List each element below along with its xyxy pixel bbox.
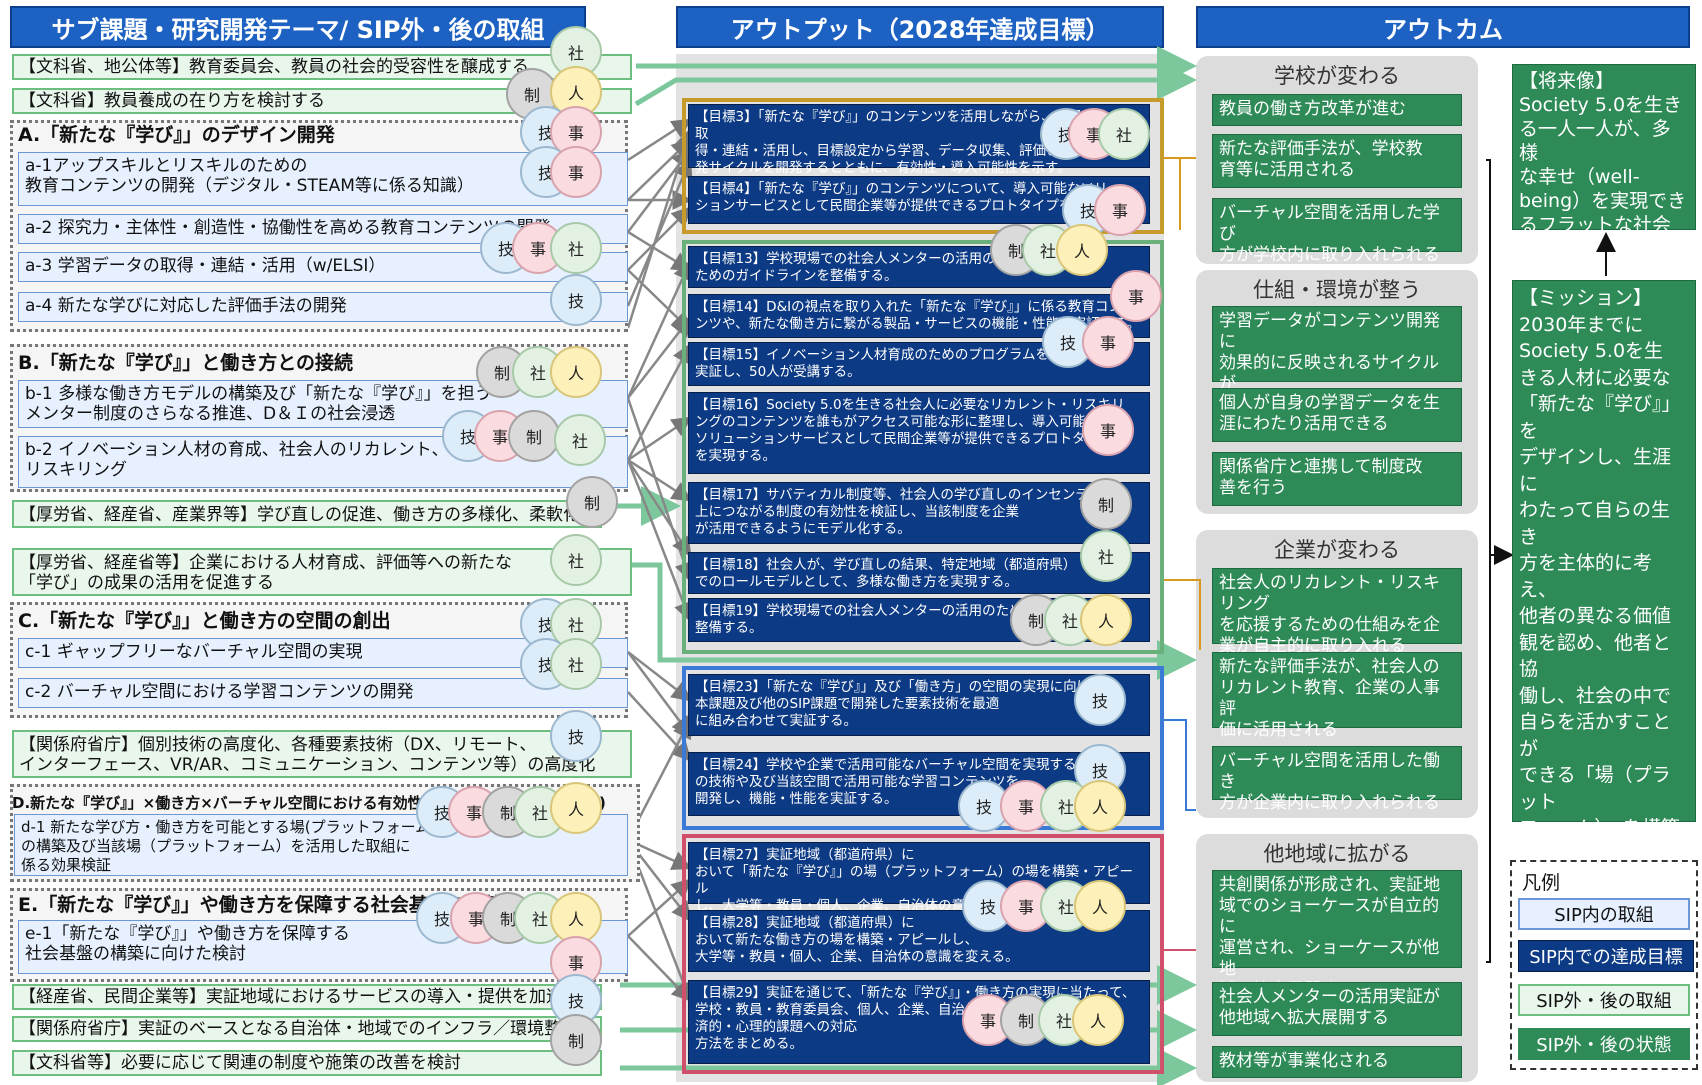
tag-sha-circle: 社 — [550, 222, 602, 274]
tag-gi-circle: 技 — [550, 274, 602, 326]
goal-13: 【目標13】学校現場での社会人メンターの活用の ためのガイドラインを整備する。 — [688, 246, 1150, 288]
mission-box: 【ミッション】 2030年までに Society 5.0を生 きる人材に必要な … — [1512, 280, 1696, 1078]
group-e-title: E.「新たな『学び』」や働き方を保障する社会基盤の構築 — [18, 894, 504, 916]
outcome-company-2: 新たな評価手法が、社会人の リカレント教育、企業の人事評 価に活用される — [1212, 652, 1462, 740]
tag-gi-circle: 技 — [1042, 316, 1094, 368]
tag-sei-circle: 制 — [508, 410, 560, 462]
header-subtopics: サブ課題・研究開発テーマ/ SIP外・後の取組 — [10, 6, 586, 48]
tag-hito-circle: 人 — [1080, 594, 1132, 646]
external-initiative-7: 【関係府省庁】実証のベースとなる自治体・地域でのインフラ／環境整備 — [12, 1016, 602, 1042]
legend-external-initiative: SIP外・後の取組 — [1518, 984, 1690, 1016]
outcome-school-2: 新たな評価手法が、学校教 育等に活用される — [1212, 134, 1462, 188]
tag-gi-circle: 技 — [550, 710, 602, 762]
goal-frame-d — [682, 834, 1164, 1074]
tag-sha-circle: 社 — [550, 534, 602, 586]
tag-gi-circle: 技 — [1074, 674, 1126, 726]
external-initiative-8: 【文科省等】必要に応じて関連の制度や施策の改善を検討 — [12, 1050, 602, 1076]
external-initiative-5: 【関係府省庁】個別技術の高度化、各種要素技術（DX、リモート、 インターフェース… — [12, 730, 632, 778]
tag-sha-circle: 社 — [550, 638, 602, 690]
group-a-title: A.「新たな『学び』」のデザイン開発 — [18, 124, 335, 146]
goal-23: 【目標23】「新たな『学び』」及び「働き方」の空間の実現に向けて、 本課題及び他… — [688, 674, 1150, 736]
group-c-title: C.「新たな『学び』」と働き方の空間の創出 — [18, 610, 391, 632]
tag-ji-circle: 事 — [1082, 404, 1134, 456]
subtopic-e1: e-1「新たな『学び』」や働き方を保障する 社会基盤の構築に向けた検討 — [18, 920, 628, 974]
tag-hito-circle: 人 — [550, 346, 602, 398]
outcome-region-3: 教材等が事業化される — [1212, 1046, 1462, 1078]
tag-ji-circle: 事 — [550, 146, 602, 198]
goal-16: 【目標16】Society 5.0を生きる社会人に必要なリカレント・リスキリ ン… — [688, 392, 1150, 474]
header-outcomes: アウトカム — [1196, 6, 1690, 48]
tag-ji-circle: 事 — [1082, 316, 1134, 368]
tag-hito-circle: 人 — [1074, 780, 1126, 832]
goal-frame-b — [682, 240, 1164, 654]
outcome-company-3: バーチャル空間を活用した働き 方が企業内に取り入れられる — [1212, 746, 1462, 813]
outcome-school-title: 学校が変わる — [1274, 64, 1400, 88]
outcome-region-2: 社会人メンターの活用実証が 他地域へ拡大展開する — [1212, 982, 1462, 1036]
tag-sha-circle: 社 — [1098, 108, 1150, 160]
tag-hito-circle: 人 — [550, 782, 602, 834]
tag-sha-circle: 社 — [554, 414, 606, 466]
outcome-system-3: 関係省庁と連携して制度改 善を行う — [1212, 452, 1462, 506]
goal-frame-a — [682, 98, 1164, 234]
outcome-school-3: バーチャル空間を活用した学び 方が学校内に取り入れられる — [1212, 198, 1462, 265]
legend-external-state: SIP外・後の状態 — [1518, 1028, 1690, 1060]
tag-sha-circle: 社 — [1080, 530, 1132, 582]
outcome-system-title: 仕組・環境が整う — [1253, 278, 1421, 302]
outcome-region-1: 共創関係が形成され、実証地 域でのショーケースが自立的に 運営され、ショーケース… — [1212, 870, 1462, 1000]
vision-box: 【将来像】 Society 5.0を生き る一人一人が、多様 な幸せ（well-… — [1512, 64, 1696, 236]
tag-ji-circle: 事 — [1000, 780, 1052, 832]
goal-17: 【目標17】サバティカル制度等、社会人の学び直しのインセンティブ向 上につながる… — [688, 482, 1150, 544]
outcome-company-title: 企業が変わる — [1274, 538, 1400, 562]
goal-14: 【目標14】D&Iの視点を取り入れた「新たな『学び』」に係る教育コンテ ンツや、… — [688, 294, 1150, 338]
tag-sei-circle: 制 — [1080, 478, 1132, 530]
outcome-region-title: 他地域に拡がる — [1263, 842, 1411, 866]
subtopic-c2: c-2 バーチャル空間における学習コンテンツの開発 — [18, 678, 628, 708]
subtopic-a4: a-4 新たな学びに対応した評価手法の開発 — [18, 292, 628, 322]
outcome-system-1: 学習データがコンテンツ開発に 効果的に反映されるサイクルが 構築される — [1212, 306, 1462, 415]
outcome-company-1: 社会人のリカレント・リスキリング を応援するための仕組みを企 業が自主的に取り入… — [1212, 568, 1462, 656]
tag-hito-circle: 人 — [1056, 224, 1108, 276]
outcome-system-2: 個人が自身の学習データを生 涯にわたり活用できる — [1212, 388, 1462, 442]
tag-sei-circle: 制 — [550, 1014, 602, 1066]
tag-hito-circle: 人 — [1074, 880, 1126, 932]
external-initiative-4: 【厚労省、経産省等】企業における人材育成、評価等への新たな 「学び」の成果の活用… — [12, 548, 632, 596]
goal-frame-c — [682, 666, 1164, 830]
tag-hito-circle: 人 — [550, 892, 602, 944]
group-b-title: B.「新たな『学び』」と働き方との接続 — [18, 352, 354, 374]
tag-sei-circle: 制 — [566, 476, 618, 528]
external-initiative-3: 【厚労省、経産省、産業界等】学び直しの促進、働き方の多様化、柔軟化 — [12, 500, 602, 528]
legend-internal-goal: SIP内での達成目標 — [1518, 940, 1694, 972]
tag-ji-circle: 事 — [1094, 184, 1146, 236]
tag-hito-circle: 人 — [1072, 994, 1124, 1046]
goal-18: 【目標18】社会人が、学び直しの結果、特定地域（都道府県） でのロールモデルとし… — [688, 552, 1150, 594]
external-initiative-6: 【経産省、民間企業等】実証地域におけるサービスの導入・提供を加速 — [12, 984, 602, 1010]
legend-title: 凡例 — [1522, 872, 1561, 894]
legend-internal-initiative: SIP内の取組 — [1518, 898, 1690, 930]
tag-gi-circle: 技 — [550, 974, 602, 1026]
header-outputs: アウトプット（2028年達成目標） — [676, 6, 1164, 48]
outcome-school-1: 教員の働き方改革が進む — [1212, 94, 1462, 126]
tag-ji-circle: 事 — [1110, 270, 1162, 322]
